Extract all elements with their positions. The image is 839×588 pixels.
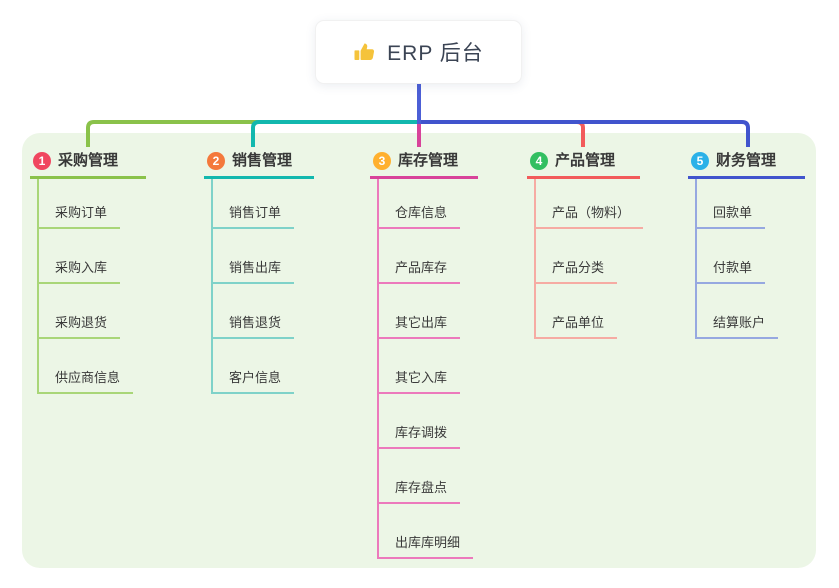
child-node[interactable]: 其它入库 xyxy=(378,367,461,394)
branch-node-label: 财务管理 xyxy=(716,152,777,169)
child-node[interactable]: 付款单 xyxy=(696,257,766,284)
child-node[interactable]: 仓库信息 xyxy=(378,202,461,229)
branch-node-3[interactable]: 3 库存管理 xyxy=(370,148,478,179)
child-node[interactable]: 出库库明细 xyxy=(378,532,474,559)
child-node[interactable]: 产品单位 xyxy=(535,312,618,339)
child-node[interactable]: 其它出库 xyxy=(378,312,461,339)
mindmap-background-panel xyxy=(22,133,816,568)
root-node-erp[interactable]: ERP 后台 xyxy=(315,20,522,84)
branch-number-badge: 2 xyxy=(207,152,225,170)
branch-node-4[interactable]: 4 产品管理 xyxy=(527,148,640,179)
child-node[interactable]: 结算账户 xyxy=(696,312,779,339)
child-node[interactable]: 供应商信息 xyxy=(38,367,134,394)
child-node[interactable]: 销售出库 xyxy=(212,257,295,284)
child-node[interactable]: 采购退货 xyxy=(38,312,121,339)
child-node[interactable]: 回款单 xyxy=(696,202,766,229)
branch-node-2[interactable]: 2 销售管理 xyxy=(204,148,314,179)
branch-node-5[interactable]: 5 财务管理 xyxy=(688,148,805,179)
thumbs-up-icon xyxy=(353,40,377,64)
branch-node-label: 产品管理 xyxy=(555,152,616,169)
child-node[interactable]: 采购入库 xyxy=(38,257,121,284)
branch-node-label: 采购管理 xyxy=(58,152,119,169)
child-node[interactable]: 产品（物料） xyxy=(535,202,644,229)
branch-number-badge: 5 xyxy=(691,152,709,170)
child-node[interactable]: 销售订单 xyxy=(212,202,295,229)
child-node[interactable]: 客户信息 xyxy=(212,367,295,394)
root-node-label: ERP 后台 xyxy=(387,42,484,65)
child-node[interactable]: 销售退货 xyxy=(212,312,295,339)
branch-node-1[interactable]: 1 采购管理 xyxy=(30,148,146,179)
branch-number-badge: 4 xyxy=(530,152,548,170)
child-node[interactable]: 产品库存 xyxy=(378,257,461,284)
branch-number-badge: 1 xyxy=(33,152,51,170)
child-node[interactable]: 采购订单 xyxy=(38,202,121,229)
child-node[interactable]: 库存盘点 xyxy=(378,477,461,504)
child-node[interactable]: 库存调拨 xyxy=(378,422,461,449)
branch-node-label: 销售管理 xyxy=(232,152,293,169)
branch-number-badge: 3 xyxy=(373,152,391,170)
child-node[interactable]: 产品分类 xyxy=(535,257,618,284)
branch-node-label: 库存管理 xyxy=(398,152,459,169)
